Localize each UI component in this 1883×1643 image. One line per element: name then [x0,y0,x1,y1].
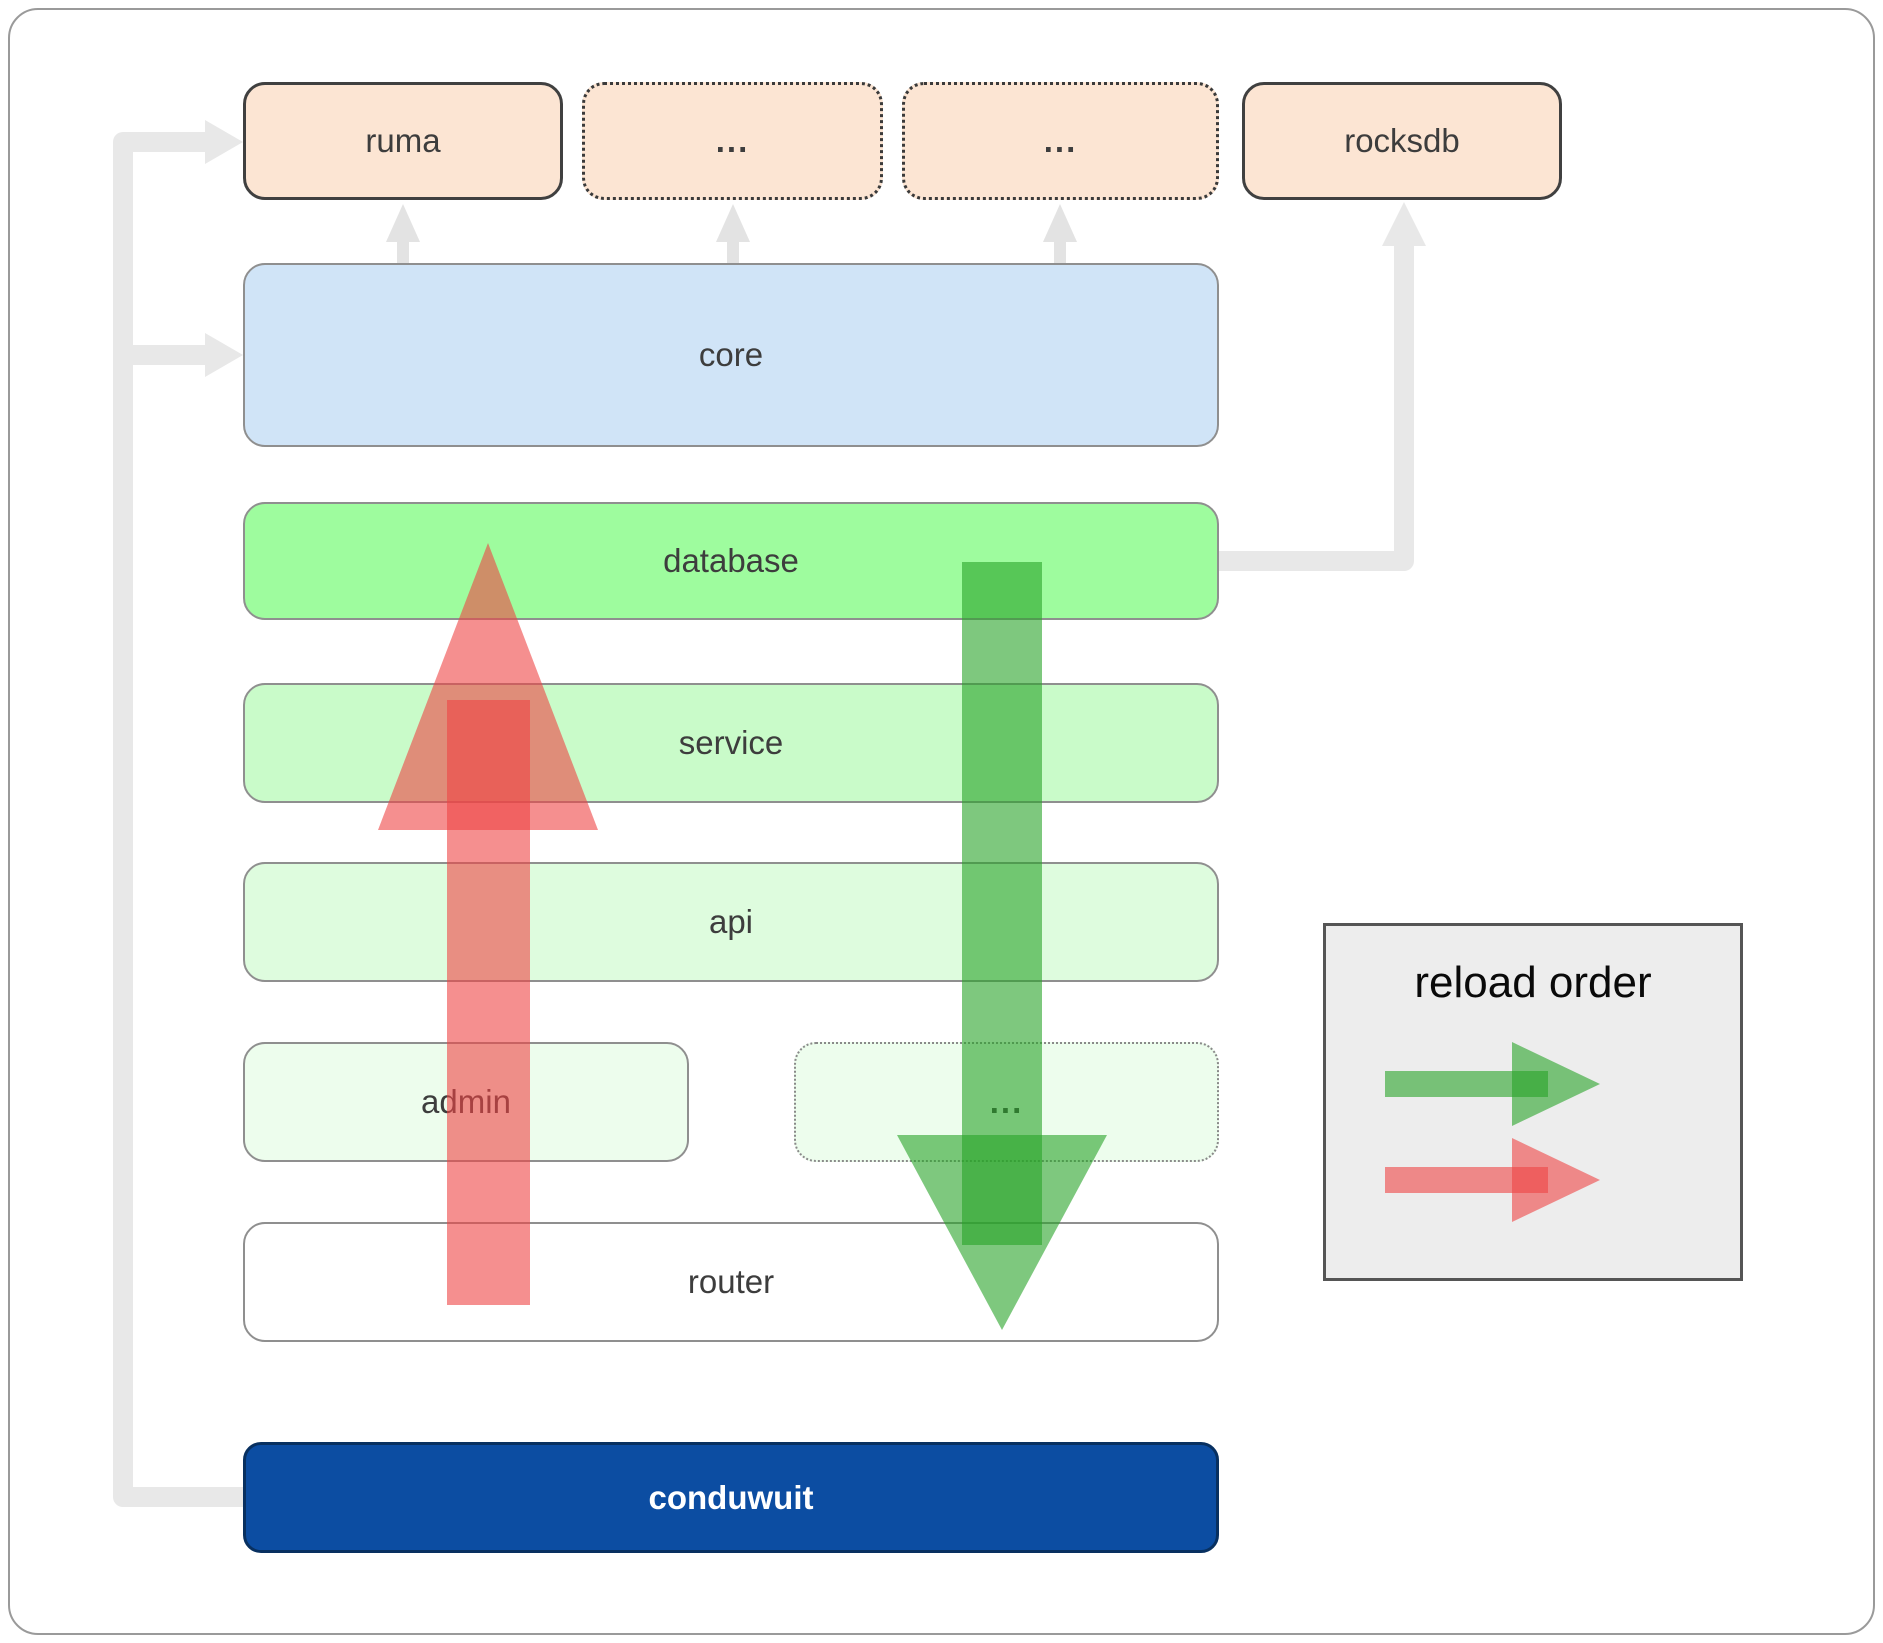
box-service-label: service [678,724,784,761]
box-router: router [243,1222,1219,1342]
box-router-label: router [687,1263,775,1300]
box-database-label: database [663,542,799,579]
legend-reload-order: reload order [1323,923,1743,1281]
box-ruma: ruma [243,82,563,200]
box-api-label: api [708,903,754,940]
box-admin-label: admin [421,1083,511,1120]
box-database: database [243,502,1219,620]
box-ellipsis-2-label: ... [1043,122,1078,159]
box-rocksdb-label: rocksdb [1344,122,1460,159]
legend-title: reload order [1414,958,1652,1007]
diagram-frame [8,8,1875,1635]
box-core-label: core [698,336,764,373]
box-api: api [243,862,1219,982]
box-ellipsis-3: ... [794,1042,1219,1162]
box-rocksdb: rocksdb [1242,82,1562,200]
box-admin: admin [243,1042,689,1162]
box-ellipsis-3-label: ... [989,1083,1024,1120]
box-conduwuit-label: conduwuit [648,1478,814,1516]
box-service: service [243,683,1219,803]
box-conduwuit: conduwuit [243,1442,1219,1553]
box-core: core [243,263,1219,447]
box-ruma-label: ruma [365,122,441,159]
box-ellipsis-1: ... [582,82,883,200]
box-ellipsis-2: ... [902,82,1219,200]
box-ellipsis-1-label: ... [715,122,750,159]
